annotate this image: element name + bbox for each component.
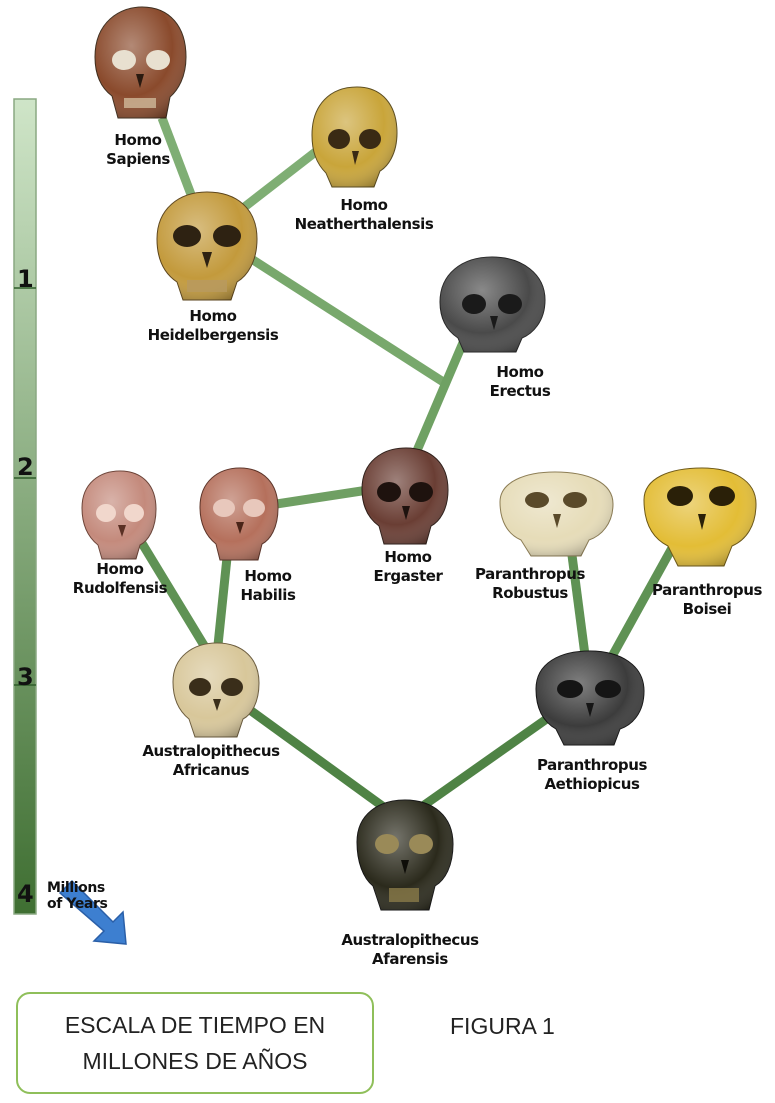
branch-heidelbergensis-erectus [250, 258, 448, 385]
homo-habilis-skull [200, 468, 278, 560]
branch-erectus-ergaster [413, 338, 465, 460]
time-scale-bar: 1 2 3 4 [14, 99, 36, 914]
taxon-name: Homo Erectus [490, 363, 551, 400]
scale-tick-1: 1 [17, 265, 34, 293]
taxon-name: Paranthropus Boisei [652, 581, 762, 618]
paranthropus-robustus-skull [500, 472, 613, 556]
caption-box: ESCALA DE TIEMPO EN MILLONES DE AÑOS [16, 992, 374, 1094]
time-scale-track [14, 99, 36, 914]
label-paranthropus-boisei: Paranthropus Boisei [652, 581, 762, 619]
label-australopithecus-africanus: Australopithecus Africanus [142, 742, 279, 780]
branch-aethiopicus-afarensis [420, 718, 548, 808]
scale-tick-3: 3 [17, 663, 34, 691]
label-paranthropus-aethiopicus: Paranthropus Aethiopicus [537, 756, 647, 794]
branch-habilis-ergaster [270, 490, 368, 505]
taxon-name: Homo Rudolfensis [73, 560, 167, 597]
taxon-name: Paranthropus Robustus [475, 565, 585, 602]
paranthropus-aethiopicus-skull [536, 651, 644, 745]
taxon-name: Homo Sapiens [106, 131, 170, 168]
taxon-name: Homo Neatherthalensis [295, 196, 434, 233]
scale-unit-label: Millions of Years [47, 880, 107, 912]
label-homo-ergaster: Homo Ergaster [374, 548, 443, 586]
paranthropus-boisei-skull [644, 468, 756, 566]
label-homo-sapiens: Homo Sapiens [106, 131, 170, 169]
homo-neanderthalensis-skull [312, 87, 397, 187]
label-homo-heidelbergensis: Homo Heidelbergensis [148, 307, 279, 345]
australopithecus-africanus-skull [173, 643, 259, 737]
scale-tick-2: 2 [17, 453, 34, 481]
australopithecus-afarensis-skull [357, 800, 453, 910]
homo-sapiens-skull [95, 7, 186, 118]
homo-heidelbergensis-skull [157, 192, 257, 300]
label-paranthropus-robustus: Paranthropus Robustus [475, 565, 585, 603]
taxon-name: Paranthropus Aethiopicus [537, 756, 647, 793]
label-australopithecus-afarensis: Australopithecus Afarensis [341, 931, 478, 969]
figure-label: FIGURA 1 [450, 1013, 555, 1040]
homo-ergaster-skull [362, 448, 448, 544]
taxon-name: Homo Heidelbergensis [148, 307, 279, 344]
branch-habilis-africanus [218, 548, 228, 645]
taxon-name: Homo Ergaster [374, 548, 443, 585]
label-homo-erectus: Homo Erectus [490, 363, 551, 401]
caption-text: ESCALA DE TIEMPO EN MILLONES DE AÑOS [65, 1007, 325, 1079]
scale-tick-4: 4 [17, 880, 34, 908]
label-homo-rudolfensis: Homo Rudolfensis [73, 560, 167, 598]
taxon-name: Australopithecus Africanus [142, 742, 279, 779]
label-homo-habilis: Homo Habilis [241, 567, 296, 605]
homo-erectus-skull [440, 257, 545, 352]
taxon-name: Australopithecus Afarensis [341, 931, 478, 968]
label-homo-neanderthalensis: Homo Neatherthalensis [295, 196, 434, 234]
taxon-name: Homo Habilis [241, 567, 296, 604]
